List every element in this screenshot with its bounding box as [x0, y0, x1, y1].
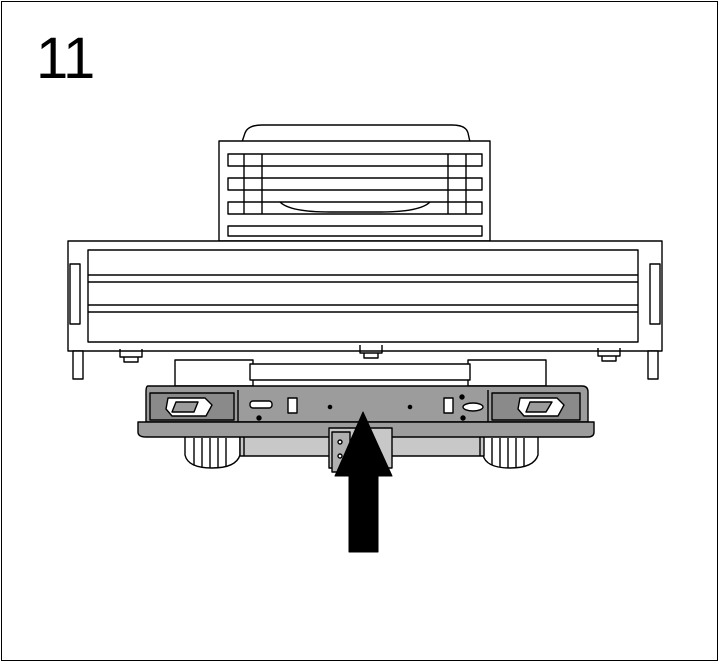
headboard-rack — [218, 140, 491, 242]
up-arrow-icon — [334, 411, 393, 553]
chassis-frame — [174, 359, 547, 387]
truck-rear-illustration — [67, 124, 663, 553]
rear-bumper — [137, 385, 595, 438]
rear-wheel-left — [184, 435, 241, 469]
step-number: 11 — [36, 26, 95, 91]
rear-wheel-right — [482, 435, 539, 469]
loading-platform — [67, 240, 663, 380]
cab-roof — [241, 124, 471, 143]
